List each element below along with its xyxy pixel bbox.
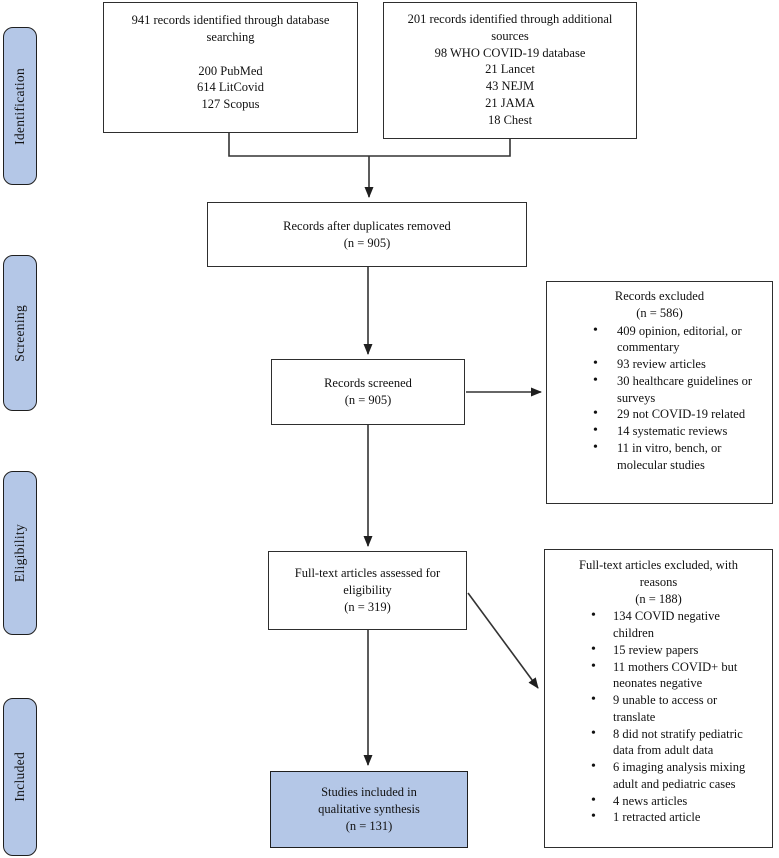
box-title: Full-text articles assessed for eligibil… — [294, 566, 441, 598]
exclusion-reason: 14 systematic reviews — [553, 422, 766, 440]
exclusion-reason: 15 review papers — [551, 641, 766, 659]
box-title: Records screened — [324, 376, 412, 391]
stage-label-text: Included — [12, 752, 27, 802]
exclusion-reason: 9 unable to access or translate — [551, 691, 766, 726]
box-title: Records excluded — [614, 289, 705, 303]
box-count: (n = 905) — [343, 235, 391, 250]
exclusion-reason-list: 409 opinion, editorial, or commentary 93… — [553, 322, 766, 474]
stage-label-screening: Screening — [3, 255, 37, 411]
box-count: (n = 188) — [635, 591, 682, 606]
source-line: 98 WHO COVID-19 database — [434, 45, 586, 60]
box-title: Studies included in qualitative synthesi… — [318, 785, 420, 817]
box-database-search: 941 records identified through database … — [103, 2, 358, 133]
box-additional-sources: 201 records identified through additiona… — [383, 2, 637, 139]
exclusion-reason: 1 retracted article — [551, 808, 766, 826]
exclusion-reason: 6 imaging analysis mixing adult and pedi… — [551, 758, 766, 793]
exclusion-reason-list: 134 COVID negative children 15 review pa… — [551, 607, 766, 826]
exclusion-reason: 11 in vitro, bench, or molecular studies — [553, 439, 766, 474]
exclusion-reason: 93 review articles — [553, 355, 766, 373]
stage-label-included: Included — [3, 698, 37, 856]
source-line: 200 PubMed — [198, 63, 263, 78]
exclusion-reason: 8 did not stratify pediatric data from a… — [551, 725, 766, 760]
box-count: (n = 131) — [345, 818, 393, 833]
box-title: 201 records identified through additiona… — [407, 12, 613, 43]
box-count: (n = 319) — [344, 599, 391, 614]
stage-label-text: Eligibility — [12, 523, 27, 583]
source-line: 21 JAMA — [485, 95, 535, 110]
source-line: 43 NEJM — [485, 79, 535, 93]
source-line: 127 Scopus — [201, 97, 260, 111]
source-line: 18 Chest — [487, 112, 533, 127]
arrow-fulltext-to-excluded — [467, 592, 539, 689]
exclusion-reason: 4 news articles — [551, 792, 766, 810]
box-count: (n = 586) — [636, 305, 683, 320]
box-records-excluded: Records excluded (n = 586) 409 opinion, … — [546, 281, 773, 504]
stage-label-identification: Identification — [3, 27, 37, 185]
source-line: 21 Lancet — [485, 62, 535, 77]
stage-label-text: Screening — [12, 304, 27, 362]
box-studies-included: Studies included in qualitative synthesi… — [270, 771, 468, 848]
box-title: Full-text articles excluded, with reason… — [579, 558, 738, 589]
box-duplicates-removed: Records after duplicates removed (n = 90… — [207, 202, 527, 267]
box-count: (n = 905) — [344, 393, 392, 407]
box-records-screened: Records screened (n = 905) — [271, 359, 465, 425]
stage-label-eligibility: Eligibility — [3, 471, 37, 635]
exclusion-reason: 409 opinion, editorial, or commentary — [553, 322, 766, 357]
box-fulltext-assessed: Full-text articles assessed for eligibil… — [268, 551, 467, 630]
source-line: 614 LitCovid — [196, 80, 265, 95]
exclusion-reason: 30 healthcare guidelines or surveys — [553, 372, 766, 407]
box-title: 941 records identified through database … — [131, 13, 330, 44]
box-title: Records after duplicates removed — [283, 218, 451, 233]
stage-label-text: Identification — [12, 67, 27, 145]
exclusion-reason: 134 COVID negative children — [551, 607, 766, 642]
box-fulltext-excluded: Full-text articles excluded, with reason… — [544, 549, 773, 848]
spacer — [116, 46, 345, 63]
exclusion-reason: 11 mothers COVID+ but neonates negative — [551, 658, 766, 693]
exclusion-reason: 29 not COVID-19 related — [553, 405, 766, 423]
